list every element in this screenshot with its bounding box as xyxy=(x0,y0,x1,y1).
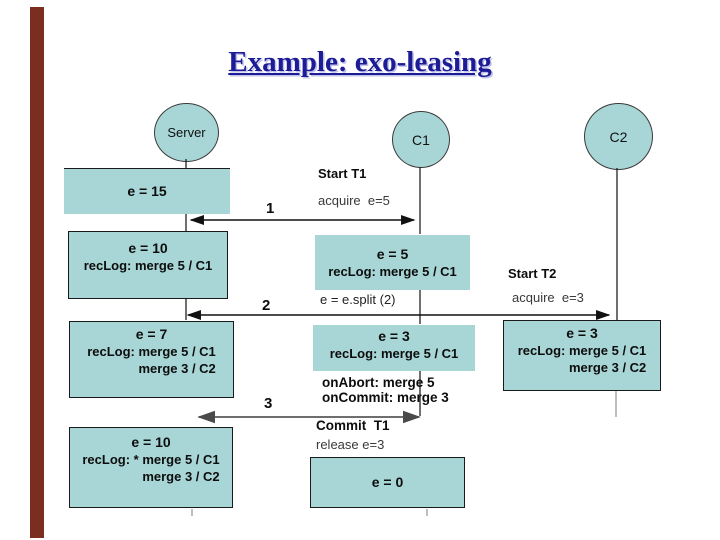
state-line: recLog: merge 5 / C1 xyxy=(517,343,647,358)
reclog-block: recLog: merge 5 / C1 merge 3 / C2 xyxy=(518,342,647,376)
c1-state-box-e3: e = 3 recLog: merge 5 / C1 xyxy=(313,325,475,371)
actor-c1-label: C1 xyxy=(412,131,430,148)
on-abort-label: onAbort: merge 5 xyxy=(322,375,435,390)
message-number-3: 3 xyxy=(264,395,273,412)
message-number-2: 2 xyxy=(262,297,271,314)
server-state-box-e10-final: e = 10 recLog: * merge 5 / C1 merge 3 / … xyxy=(69,427,233,508)
actor-server-label: Server xyxy=(167,125,206,140)
state-line: e = 0 xyxy=(371,474,404,490)
state-line: e = 3 xyxy=(566,325,598,341)
state-line: e = 7 xyxy=(135,326,168,342)
state-line: e = 10 xyxy=(131,434,171,450)
start-t1-label: Start T1 xyxy=(318,166,367,181)
state-line: recLog: * merge 5 / C1 xyxy=(82,452,220,467)
acquire-e5-label: acquire e=5 xyxy=(318,193,390,208)
release-e3-label: release e=3 xyxy=(316,437,385,452)
left-accent-bar xyxy=(30,7,44,538)
c1-state-box-e0: e = 0 xyxy=(310,457,465,508)
actor-server: Server xyxy=(154,103,219,162)
commit-t1-label: Commit T1 xyxy=(316,418,390,433)
message-number-1: 1 xyxy=(266,200,275,217)
acquire-e3-label: acquire e=3 xyxy=(512,290,584,305)
slide-title: Example: exo-leasing xyxy=(228,46,492,78)
split-label: e = e.split (2) xyxy=(320,292,396,307)
server-state-box-e15: e = 15 xyxy=(64,168,230,214)
actor-c2: C2 xyxy=(584,103,653,170)
state-line: merge 3 / C2 xyxy=(138,361,216,376)
reclog-block: recLog: * merge 5 / C1 merge 3 / C2 xyxy=(82,451,219,485)
on-commit-label: onCommit: merge 3 xyxy=(322,390,449,405)
start-t2-label: Start T2 xyxy=(508,266,557,281)
state-line: recLog: merge 5 / C1 xyxy=(329,346,459,361)
c2-state-box-e3: e = 3 recLog: merge 5 / C1 merge 3 / C2 xyxy=(503,320,661,391)
message-arrows xyxy=(186,214,611,424)
state-line: recLog: merge 5 / C1 xyxy=(83,258,213,273)
lifelines xyxy=(185,159,618,516)
state-line: recLog: merge 5 / C1 xyxy=(87,344,216,359)
actor-c2-label: C2 xyxy=(609,128,628,145)
state-line: merge 3 / C2 xyxy=(142,469,220,484)
state-line: e = 15 xyxy=(127,183,167,199)
actor-c1: C1 xyxy=(392,111,450,168)
state-line: recLog: merge 5 / C1 xyxy=(328,264,457,279)
state-line: e = 3 xyxy=(378,328,410,344)
state-line: merge 3 / C2 xyxy=(568,360,647,375)
server-state-box-e7: e = 7 recLog: merge 5 / C1 merge 3 / C2 xyxy=(69,321,234,398)
server-state-box-e10: e = 10 recLog: merge 5 / C1 xyxy=(68,231,228,299)
state-line: e = 10 xyxy=(128,240,168,256)
reclog-block: recLog: merge 5 / C1 merge 3 / C2 xyxy=(87,343,216,377)
state-line: e = 5 xyxy=(376,246,409,262)
c1-state-box-e5: e = 5 recLog: merge 5 / C1 xyxy=(315,235,470,290)
